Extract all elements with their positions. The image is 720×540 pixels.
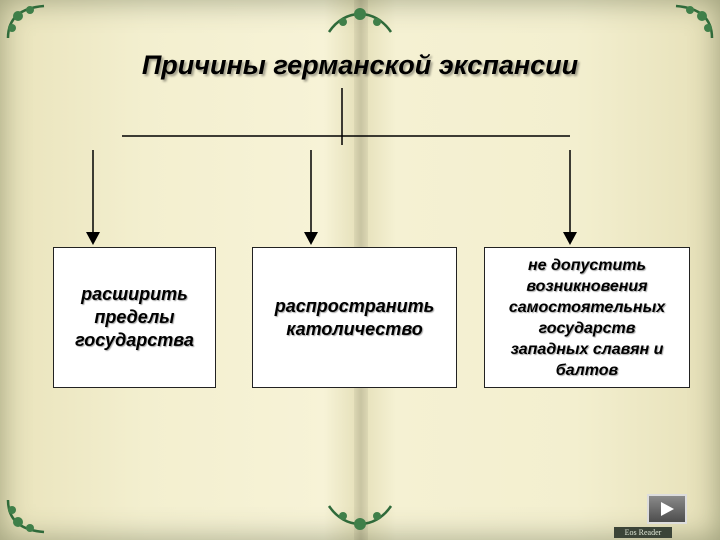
cause-text-expand: расширить пределы государства: [75, 283, 194, 352]
cause-box-expand: расширить пределы государства: [53, 247, 216, 388]
cause-text-prevent-states: не допустить возникновения самостоятельн…: [509, 255, 665, 381]
arrowhead-left: [86, 232, 100, 245]
arrowhead-right: [563, 232, 577, 245]
cause-text-catholicism: распространить католичество: [275, 295, 435, 341]
arrowhead-middle: [304, 232, 318, 245]
watermark-badge: Eos Reader: [614, 527, 672, 538]
cause-text-line: государства: [75, 329, 194, 352]
cause-text-line: распространить: [275, 295, 435, 318]
cause-text-line: балтов: [509, 360, 665, 381]
cause-text-line: пределы: [75, 306, 194, 329]
cause-text-line: государств: [509, 318, 665, 339]
cause-box-prevent-states: не допустить возникновения самостоятельн…: [484, 247, 690, 388]
next-slide-button[interactable]: [647, 494, 687, 524]
cause-text-line: возникновения: [509, 276, 665, 297]
cause-box-catholicism: распространить католичество: [252, 247, 457, 388]
cause-text-line: самостоятельных: [509, 297, 665, 318]
cause-text-line: расширить: [75, 283, 194, 306]
cause-text-line: католичество: [275, 318, 435, 341]
cause-text-line: не допустить: [509, 255, 665, 276]
cause-text-line: западных славян и: [509, 339, 665, 360]
play-triangle-icon: [658, 500, 676, 518]
